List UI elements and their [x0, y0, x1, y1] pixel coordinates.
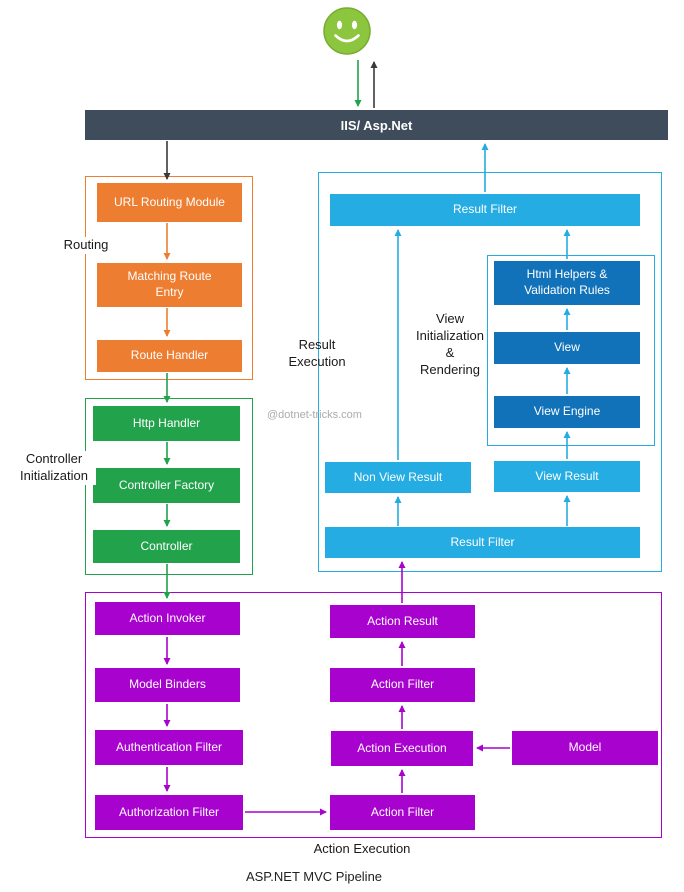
non-view-result-box: Non View Result — [325, 462, 471, 493]
view-result-box: View Result — [494, 461, 640, 492]
diagram-caption: ASP.NET MVC Pipeline — [245, 869, 383, 884]
controller-factory-box: Controller Factory — [93, 468, 240, 503]
result-filter-top-box: Result Filter — [330, 194, 640, 226]
action-filter-top-box: Action Filter — [330, 668, 475, 702]
action-execution-section-label: Action Execution — [297, 841, 427, 858]
action-execution-box: Action Execution — [331, 731, 473, 766]
authentication-filter-box: Authentication Filter — [95, 730, 243, 765]
view-initialization-rendering-label: View Initialization & Rendering — [416, 311, 484, 377]
action-invoker-box: Action Invoker — [95, 602, 240, 635]
result-execution-section-label: Result Execution — [288, 337, 346, 369]
http-handler-box: Http Handler — [93, 406, 240, 441]
iis-aspnet-bar: IIS/ Asp.Net — [85, 110, 668, 140]
watermark-text: @dotnet-tricks.com — [267, 409, 362, 421]
authorization-filter-box: Authorization Filter — [95, 795, 243, 830]
action-filter-bottom-box: Action Filter — [330, 795, 475, 830]
controller-initialization-section-label: Controller Initialization — [12, 451, 96, 485]
view-engine-box: View Engine — [494, 396, 640, 428]
smiley-face-icon — [323, 7, 371, 55]
result-execution-section-box — [318, 172, 662, 572]
view-initialization-inner-box — [487, 255, 655, 446]
model-binders-box: Model Binders — [95, 668, 240, 702]
route-handler-box: Route Handler — [97, 340, 242, 372]
action-result-box: Action Result — [330, 605, 475, 638]
result-filter-bottom-box: Result Filter — [325, 527, 640, 558]
html-helpers-validation-rules-box: Html Helpers & Validation Rules — [494, 261, 640, 305]
view-box: View — [494, 332, 640, 364]
controller-box: Controller — [93, 530, 240, 563]
url-routing-module-box: URL Routing Module — [97, 183, 242, 222]
action-execution-section-box — [85, 592, 662, 838]
routing-section-label: Routing — [50, 237, 122, 254]
model-box: Model — [512, 731, 658, 765]
matching-route-entry-box: Matching Route Entry — [97, 263, 242, 307]
